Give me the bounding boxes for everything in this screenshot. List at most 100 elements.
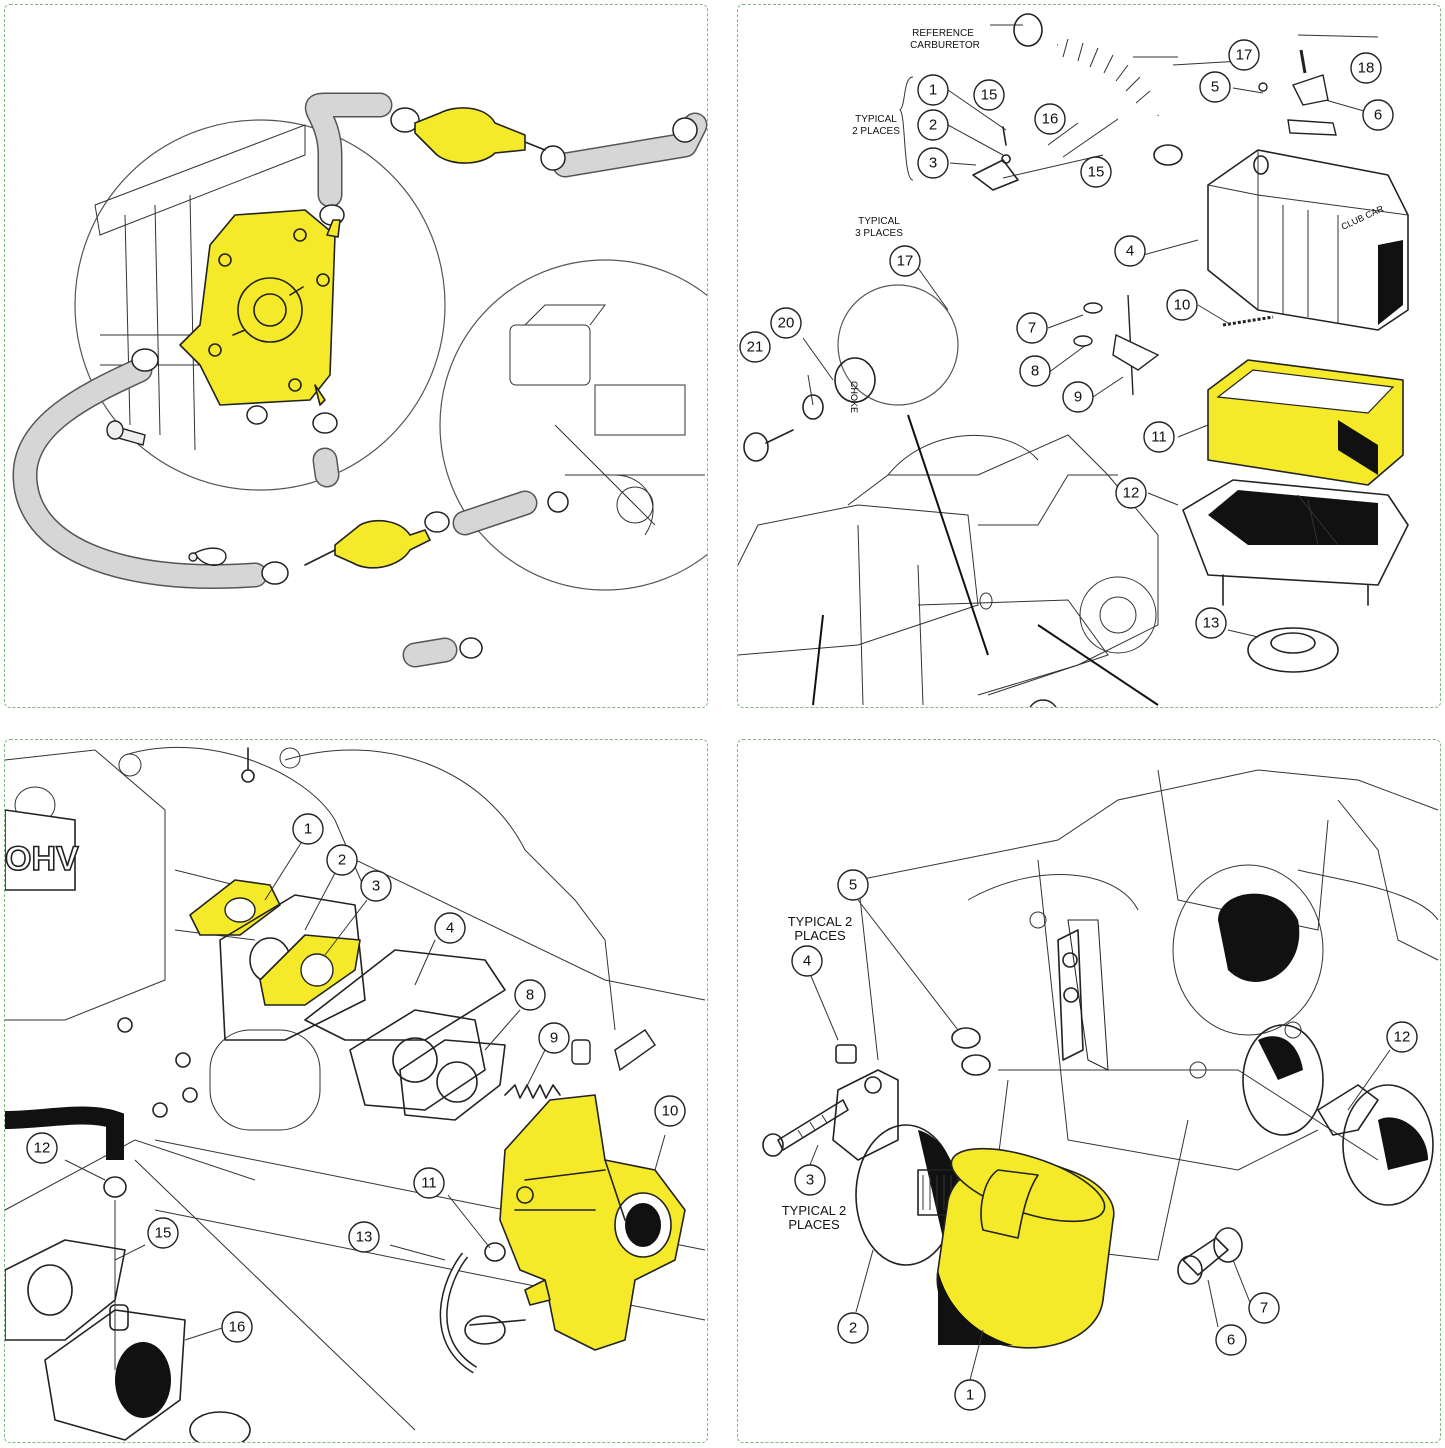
fuel-pump	[179, 209, 341, 406]
callouts-air-filter: 1 2 3 4 5 6 7 8 9 10 11 12 13 15 15 16 1…	[739, 39, 1394, 708]
choke-label: CHOKE	[849, 381, 859, 413]
intake-manifold	[5, 1239, 251, 1442]
plate-8	[349, 1009, 486, 1111]
callout-12: 12	[1115, 477, 1147, 509]
small-parts	[571, 1029, 656, 1072]
callout-12: 12	[26, 1132, 58, 1164]
svg-text:12: 12	[1123, 485, 1140, 502]
callout-3: 3	[360, 870, 392, 902]
hose-clamps	[131, 107, 698, 659]
bracket-4	[304, 949, 506, 1041]
carburetor-panel: OHV	[4, 739, 708, 1443]
svg-text:3: 3	[372, 878, 380, 895]
svg-text:15: 15	[1088, 164, 1105, 181]
callout-8: 8	[1019, 355, 1051, 387]
air-filter-panel: REFERENCE CARBURETOR TYPICAL 2 PLACES TY…	[737, 4, 1441, 708]
bolt-6	[1177, 1227, 1243, 1285]
svg-text:5: 5	[849, 877, 857, 894]
svg-text:15: 15	[155, 1225, 172, 1242]
oil-filter-panel: TYPICAL 2 PLACES TYPICAL 2 PLACES 1 2 3 …	[737, 739, 1441, 1443]
callout-17b: 17	[889, 245, 921, 277]
callout-15a: 15	[973, 79, 1005, 111]
svg-text:21: 21	[747, 339, 764, 356]
svg-text:12: 12	[34, 1140, 51, 1157]
spring	[504, 1084, 561, 1099]
bolt-3	[762, 1099, 849, 1157]
callout-6: 6	[1362, 99, 1394, 131]
typical-note-a-1: TYPICAL 2	[788, 914, 853, 929]
callout-6: 6	[1215, 1324, 1247, 1356]
callout-13: 13	[348, 1221, 380, 1253]
golf-cart-sketch	[738, 414, 1159, 706]
engine-text: OHV	[5, 840, 79, 878]
screws	[117, 747, 255, 1118]
callout-18: 18	[1350, 52, 1382, 84]
brand-label: CLUB CAR	[1340, 203, 1386, 232]
brace	[899, 76, 914, 181]
oil-filter-diagram: TYPICAL 2 PLACES TYPICAL 2 PLACES 1 2 3 …	[762, 769, 1439, 1411]
svg-text:2: 2	[338, 852, 346, 869]
typical-2-places-note-1: TYPICAL	[855, 114, 897, 125]
callout-15b: 15	[1080, 156, 1112, 188]
svg-text:6: 6	[1374, 107, 1382, 124]
air-filter-element	[1207, 359, 1404, 486]
clamp-12	[103, 1176, 127, 1198]
svg-text:8: 8	[1031, 363, 1039, 380]
upper-fuel-filter	[414, 107, 546, 164]
air-filter-diagram: REFERENCE CARBURETOR TYPICAL 2 PLACES TY…	[738, 13, 1409, 708]
callout-16: 16	[1034, 103, 1066, 135]
callouts-oil-filter: 1 2 3 4 5 6 7 12	[791, 869, 1418, 1411]
svg-text:10: 10	[1174, 297, 1191, 314]
svg-text:1: 1	[966, 1387, 974, 1404]
callout-4: 4	[791, 945, 823, 977]
callout-10: 10	[1166, 289, 1198, 321]
stud-assembly	[1073, 294, 1274, 396]
pump-cavity	[1218, 893, 1300, 982]
o-ring-5	[951, 1027, 981, 1049]
svg-text:11: 11	[1151, 429, 1167, 446]
reference-carburetor-note-2: CARBURETOR	[910, 40, 980, 51]
svg-text:4: 4	[1126, 243, 1134, 260]
lower-fuel-filter	[304, 519, 431, 569]
svg-text:17: 17	[897, 253, 914, 270]
svg-text:13: 13	[1203, 615, 1220, 632]
svg-text:7: 7	[1028, 320, 1036, 337]
callout-5: 5	[837, 869, 869, 901]
oil-leader-lines	[809, 899, 1391, 1381]
choke-detail: CHOKE	[743, 284, 959, 462]
svg-text:9: 9	[1074, 389, 1082, 406]
svg-text:16: 16	[229, 1319, 246, 1336]
plug-4	[835, 1044, 857, 1064]
typical-note-b-1: TYPICAL 2	[782, 1203, 847, 1218]
svg-text:4: 4	[803, 953, 811, 970]
screw-part	[1001, 126, 1011, 164]
callout-3: 3	[794, 1164, 826, 1196]
callout-1: 1	[292, 813, 324, 845]
engine-detail-circle	[439, 259, 707, 591]
svg-text:25: 25	[1035, 707, 1052, 708]
svg-text:1: 1	[304, 821, 312, 838]
coupling-12	[1242, 1024, 1434, 1206]
callout-12: 12	[1386, 1021, 1418, 1053]
svg-text:8: 8	[526, 987, 534, 1004]
callout-2: 2	[837, 1312, 869, 1344]
svg-text:12: 12	[1394, 1029, 1411, 1046]
callout-3: 3	[917, 147, 949, 179]
svg-text:20: 20	[778, 315, 795, 332]
gasket-9	[399, 1039, 506, 1121]
air-box-base	[1182, 479, 1409, 606]
svg-text:1: 1	[929, 82, 937, 99]
callout-9: 9	[1062, 381, 1094, 413]
valve-cover	[5, 809, 76, 891]
svg-text:2: 2	[849, 1320, 857, 1337]
svg-text:10: 10	[662, 1103, 679, 1120]
callout-5: 5	[1199, 71, 1231, 103]
svg-text:18: 18	[1358, 60, 1375, 77]
engine-block-sketch	[5, 746, 706, 1431]
svg-text:7: 7	[1260, 1300, 1268, 1317]
callout-25: 25	[1029, 699, 1057, 708]
black-hose	[5, 1106, 124, 1160]
intake-hose	[1013, 13, 1183, 166]
fuel-line	[439, 1252, 478, 1374]
callout-7: 7	[1248, 1292, 1280, 1324]
